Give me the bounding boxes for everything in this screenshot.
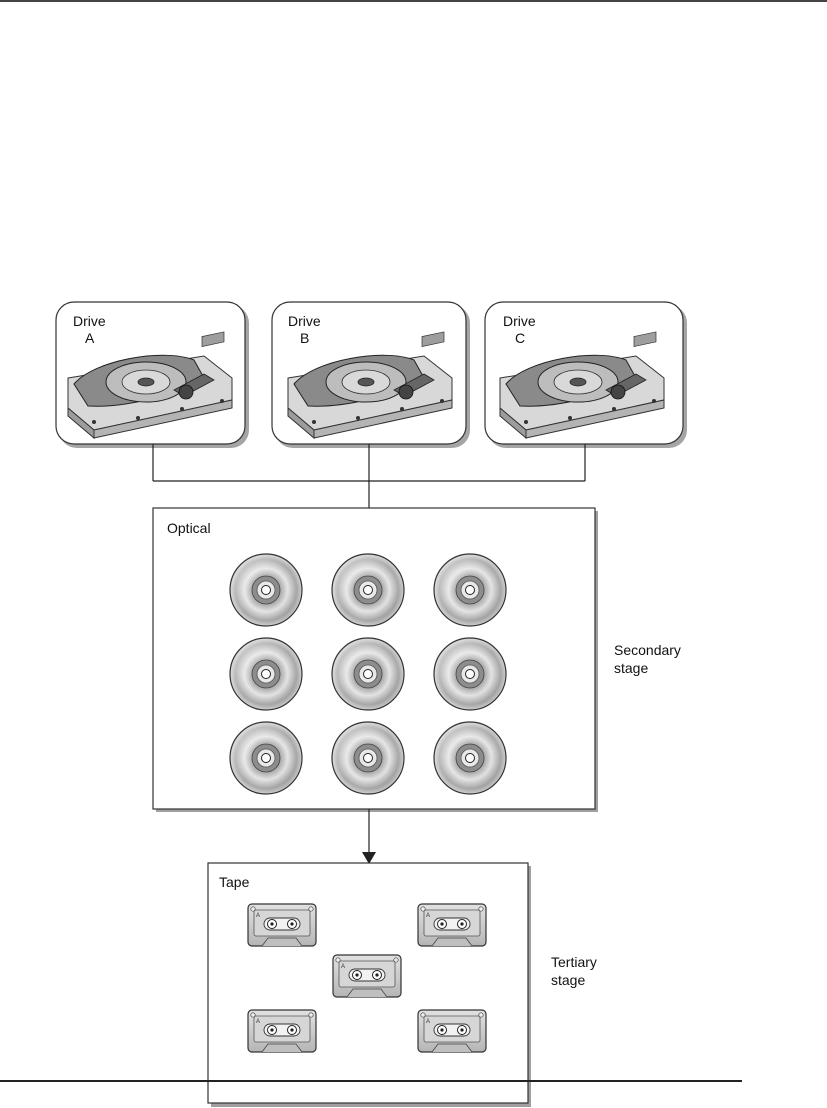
optical-discs (229, 553, 507, 795)
drive-letter: B (300, 330, 310, 346)
drive-letter: C (515, 330, 526, 346)
drive-box-a (55, 301, 249, 448)
optical-disc-icon (331, 721, 405, 795)
tape-cassette-icon (247, 1009, 317, 1053)
tape-cassette-icon (332, 954, 402, 998)
tape-title: Tape (219, 874, 250, 890)
optical-disc-icon (229, 721, 303, 795)
drive-title: Drive (73, 313, 106, 329)
optical-disc-icon (433, 553, 507, 627)
stage-word: stage (551, 972, 586, 988)
drive-label-c: Drive C (503, 313, 536, 347)
tape-cassette-icon (417, 1009, 487, 1053)
tertiary-stage-label: Tertiary stage (551, 953, 597, 989)
optical-title: Optical (167, 520, 211, 536)
stage-word: stage (614, 660, 649, 676)
drive-connectors (152, 444, 586, 508)
optical-disc-icon (433, 637, 507, 711)
drive-box-c (484, 301, 687, 448)
drive-label-b: Drive B (288, 313, 321, 347)
drive-title: Drive (503, 313, 536, 329)
arrow-down-icon (362, 809, 376, 864)
optical-disc-icon (331, 553, 405, 627)
optical-disc-icon (433, 721, 507, 795)
optical-disc-icon (229, 637, 303, 711)
drive-box-b (271, 301, 470, 448)
drive-title: Drive (288, 313, 321, 329)
tape-cassette-icon (247, 903, 317, 947)
tape-cassette-icon (417, 903, 487, 947)
stage-name: Tertiary (551, 954, 597, 970)
top-rule (0, 0, 827, 2)
drive-letter: A (85, 330, 95, 346)
optical-disc-icon (229, 553, 303, 627)
stage-name: Secondary (614, 642, 681, 658)
secondary-stage-label: Secondary stage (614, 641, 681, 677)
optical-disc-icon (331, 637, 405, 711)
drive-label-a: Drive A (73, 313, 106, 347)
bottom-rule (0, 1080, 742, 1082)
